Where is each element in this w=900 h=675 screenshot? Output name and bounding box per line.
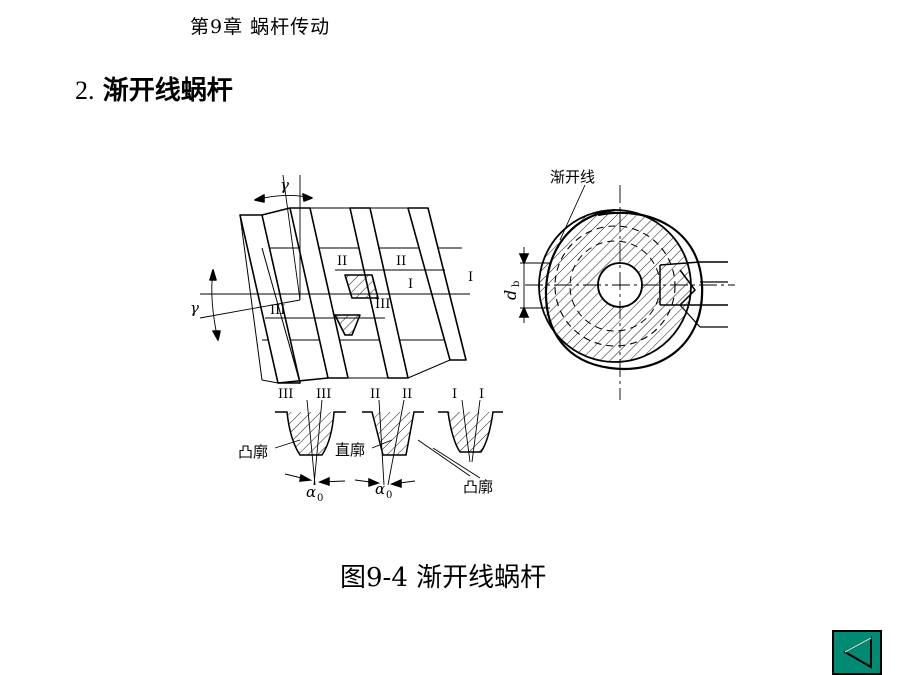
section-II-label-b: II: [396, 254, 406, 269]
convex-profile-label-left: 凸廓: [238, 443, 268, 461]
end-view-labels: 渐开线 d b: [501, 168, 595, 300]
alpha-label-1: α: [306, 483, 316, 501]
section-III-label-b: III: [375, 297, 390, 312]
tooth-profile-sections: [274, 399, 503, 489]
bottom-II-label-a: II: [370, 387, 380, 402]
section-heading: 2. 渐开线蜗杆: [75, 70, 233, 107]
gamma-top-label: γ: [280, 176, 289, 194]
section-II-label-a: II: [337, 254, 347, 269]
figure-caption: 图9-4 渐开线蜗杆: [340, 563, 547, 593]
section-number: 2.: [75, 76, 95, 105]
bottom-III-label-b: III: [316, 387, 331, 402]
thread-1: [239, 207, 349, 384]
worm-labels: γ γ II II I I III III: [190, 176, 473, 318]
section-cut-II: [344, 274, 379, 299]
profile-labels: III III II II I I 凸廓 直廓 凸廓 α 0 α 0: [238, 387, 493, 504]
bottom-I-label-b: I: [479, 387, 484, 402]
section-I-label-mid: I: [408, 277, 413, 292]
bottom-I-label-a: I: [452, 387, 457, 402]
section-cut-III: [334, 314, 361, 336]
worm-side-view: [199, 174, 470, 384]
section-III-label-a: III: [270, 303, 285, 318]
alpha-sub-2: 0: [386, 490, 392, 501]
db-label: d: [501, 290, 520, 300]
chapter-title: 第9章 蜗杆传动: [190, 16, 331, 38]
worm-end-view: [518, 184, 735, 400]
db-subscript: b: [511, 281, 522, 287]
back-nav-button[interactable]: [832, 630, 882, 675]
bottom-II-label-b: II: [402, 387, 412, 402]
bottom-III-label-a: III: [278, 387, 293, 402]
section-I-label-right: I: [468, 270, 473, 285]
straight-profile-label: 直廓: [335, 441, 365, 459]
involute-label: 渐开线: [550, 168, 595, 186]
alpha-sub-1: 0: [317, 493, 323, 504]
triangle-left-icon: [842, 636, 872, 669]
alpha-label-2: α: [375, 480, 385, 498]
convex-profile-label-right: 凸廓: [463, 478, 493, 496]
gamma-left-label: γ: [190, 299, 199, 317]
section-title: 渐开线蜗杆: [102, 76, 233, 106]
